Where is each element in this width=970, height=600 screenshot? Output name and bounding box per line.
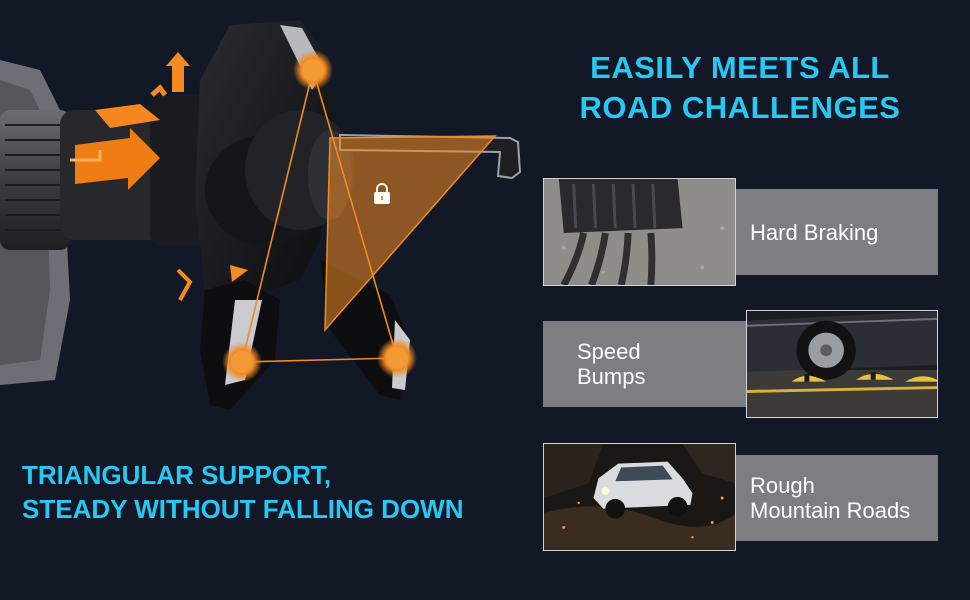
headline-line-1: EASILY MEETS ALL — [590, 50, 890, 85]
support-triangle-lines — [241, 69, 398, 363]
speed-bump-photo — [746, 310, 938, 418]
feature-speed-bumps: Speed Bumps — [543, 310, 938, 418]
tagline: TRIANGULAR SUPPORT, STEADY WITHOUT FALLI… — [22, 458, 522, 526]
rough-mountain-roads-label-line-1: Rough — [750, 473, 815, 498]
speed-bumps-label-box: Speed Bumps — [543, 321, 746, 407]
car-mount-illustration — [0, 20, 522, 410]
hard-braking-label-box: Hard Braking — [736, 189, 938, 275]
headline-line-2: ROAD CHALLENGES — [579, 90, 901, 125]
hard-braking-label: Hard Braking — [750, 219, 879, 245]
feature-hard-braking: Hard Braking — [543, 178, 938, 286]
speed-bumps-label-line-2: Bumps — [577, 364, 646, 389]
rough-mountain-roads-label-box: Rough Mountain Roads — [736, 455, 938, 541]
offroad-suv-photo — [543, 443, 736, 551]
headline: EASILY MEETS ALL ROAD CHALLENGES — [540, 48, 940, 128]
tagline-line-1: TRIANGULAR SUPPORT, — [22, 460, 332, 490]
lock-icon — [374, 183, 390, 204]
speed-bumps-label-line-1: Speed — [577, 339, 641, 364]
tagline-line-2: STEADY WITHOUT FALLING DOWN — [22, 494, 464, 524]
triangle-joints — [222, 50, 417, 382]
support-triangle-panel — [324, 135, 497, 333]
tire-skid-photo — [543, 178, 736, 286]
feature-rough-mountain-roads: Rough Mountain Roads — [543, 443, 938, 551]
rotate-arrow-icon — [70, 52, 248, 301]
rough-mountain-roads-label-line-2: Mountain Roads — [750, 498, 911, 523]
